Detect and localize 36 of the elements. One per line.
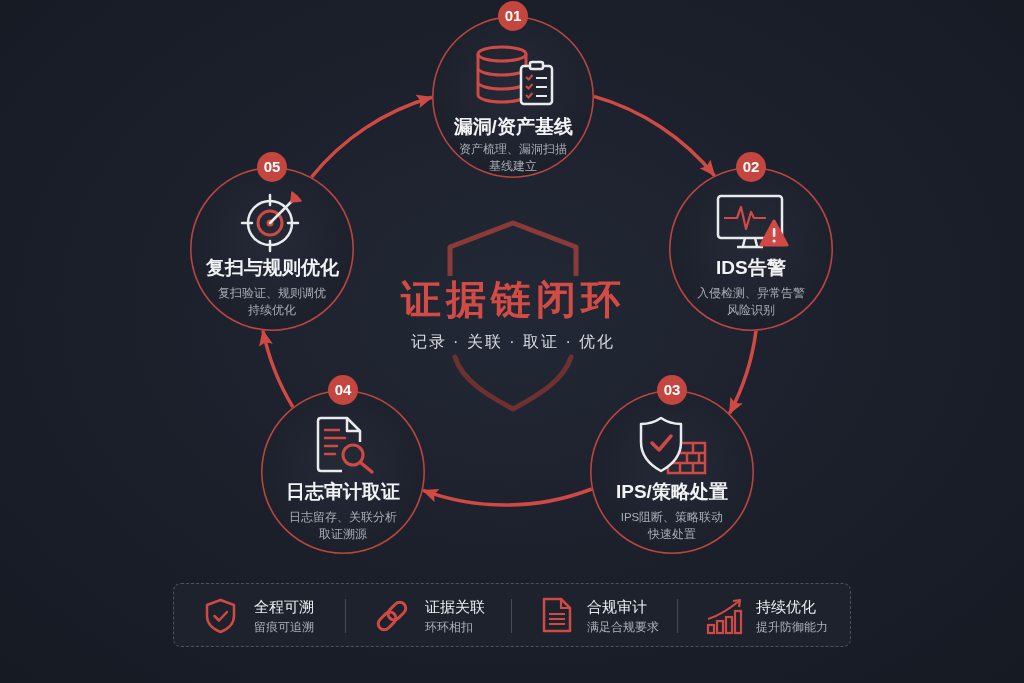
feature-description: 环环相扣 <box>425 620 473 635</box>
step-title: 日志审计取证 <box>286 480 400 504</box>
center-subtitle: 记录 · 关联 · 取证 · 优化 <box>410 332 616 352</box>
number-badge: 05 <box>257 152 287 182</box>
number-badge: 03 <box>657 375 687 405</box>
feature-title: 持续优化 <box>756 598 816 616</box>
step-description: IPS阻断、策略联动快速处置 <box>619 509 725 542</box>
step-circle <box>669 152 833 331</box>
step-circle <box>261 375 425 554</box>
curved-arrow <box>259 329 295 408</box>
feature-title: 全程可溯 <box>254 598 314 616</box>
feature-description: 提升防御能力 <box>756 620 828 635</box>
step-circle <box>590 375 754 554</box>
curved-arrow <box>421 487 593 507</box>
feature-description: 留痕可追溯 <box>254 620 314 635</box>
curved-arrow <box>593 94 716 177</box>
step-title: 漏洞/资产基线 <box>453 115 573 139</box>
number-badge: 02 <box>736 152 766 182</box>
feature-title: 合规审计 <box>587 598 647 616</box>
step-description: 资产梳理、漏洞扫描基线建立 <box>458 141 568 174</box>
step-title: IDS告警 <box>716 256 786 280</box>
step-description: 日志留存、关联分析取证溯源 <box>288 509 398 542</box>
step-title: 复扫与规则优化 <box>205 256 339 280</box>
step-circle <box>190 152 354 331</box>
step-description: 入侵检测、异常告警风险识别 <box>696 285 806 318</box>
curved-arrow <box>727 330 758 415</box>
feature-title: 证据关联 <box>425 598 485 616</box>
curved-arrow <box>310 95 433 179</box>
feature-panel <box>173 583 851 647</box>
feature-description: 满足合规要求 <box>587 620 659 635</box>
center-title: 证据链闭环 <box>400 276 626 322</box>
number-badge: 04 <box>328 375 358 405</box>
number-badge: 01 <box>498 1 528 31</box>
step-title: IPS/策略处置 <box>616 480 728 504</box>
step-description: 复扫验证、规则调优持续优化 <box>217 285 327 318</box>
step-circle <box>432 1 594 178</box>
